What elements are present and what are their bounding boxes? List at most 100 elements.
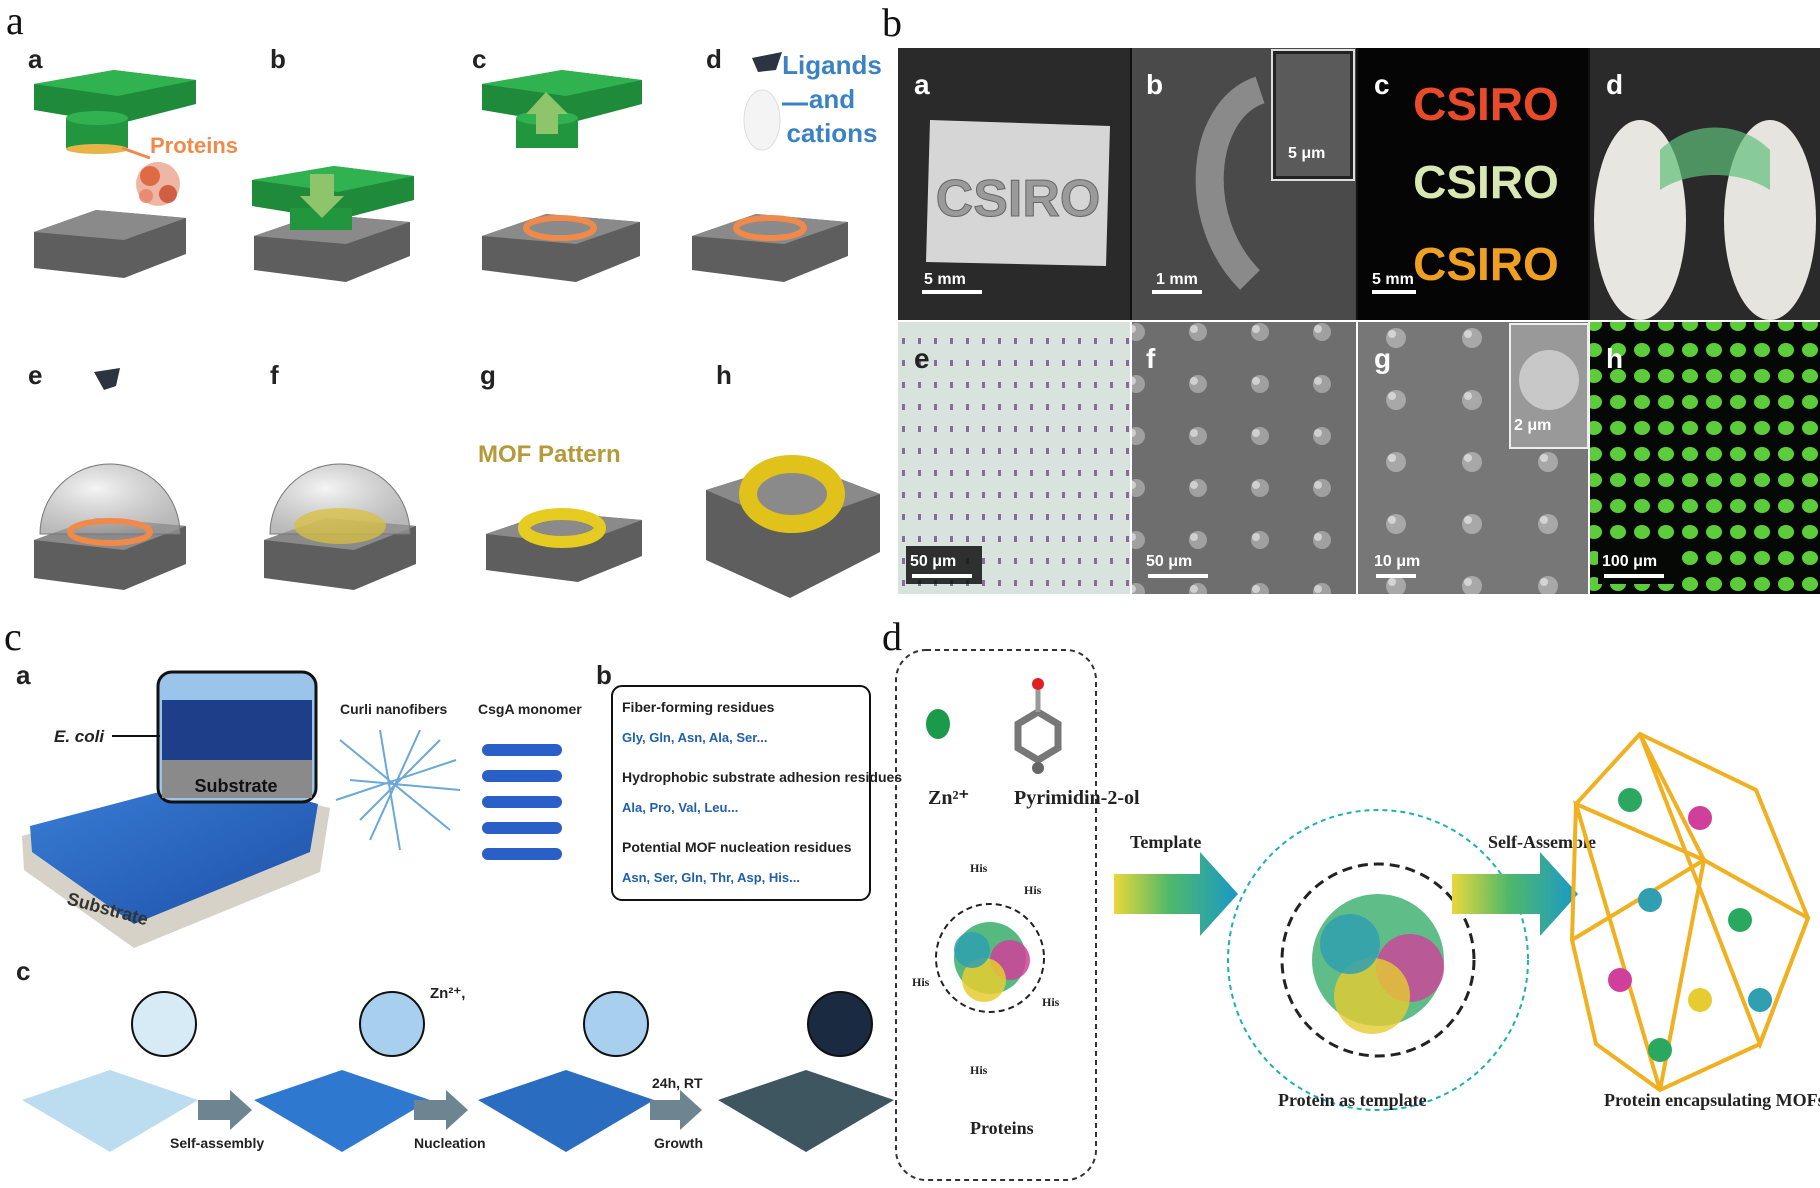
sem-b: 5 μm b 1 mm bbox=[1132, 48, 1356, 320]
panel-label-b: b bbox=[596, 660, 612, 690]
substrate-slab bbox=[482, 214, 640, 282]
protein-template-mof bbox=[1227, 809, 1529, 1111]
step-label: Self-assembly bbox=[170, 1135, 264, 1151]
pipette-tip-icon bbox=[94, 368, 120, 390]
panel-label-g: g bbox=[1374, 343, 1391, 374]
fluor-h: h 100 μm bbox=[1590, 322, 1820, 594]
time-label: 24h, RT bbox=[652, 1075, 703, 1091]
residue-title: Hydrophobic substrate adhesion residues bbox=[622, 769, 902, 785]
panel-label-f: f bbox=[1146, 343, 1156, 374]
mof-crystal-icon bbox=[1569, 731, 1811, 1093]
stage-1 bbox=[22, 991, 198, 1152]
droplet-on-substrate bbox=[34, 463, 186, 590]
panel-label-b: b bbox=[270, 44, 286, 74]
protein-template-schematic: Zn²⁺ Pyrimidin-2-ol His His His His His … bbox=[895, 649, 1820, 1181]
residue-list: Asn, Ser, Gln, Thr, Asp, His... bbox=[622, 870, 800, 885]
pyrimidinol-label: Pyrimidin-2-ol bbox=[1014, 787, 1140, 809]
curli-label: Curli nanofibers bbox=[340, 701, 448, 717]
pipette-icon bbox=[743, 52, 782, 151]
substrate-sheet bbox=[22, 776, 330, 948]
scale-bar bbox=[912, 574, 972, 578]
pyrimidinol-icon bbox=[1014, 678, 1062, 774]
optical-e: e 50 μm bbox=[898, 322, 1130, 594]
scale-label: 100 μm bbox=[1602, 553, 1657, 570]
mof-pattern-label: MOF Pattern bbox=[478, 441, 621, 468]
substrate-slab bbox=[692, 214, 848, 282]
sem-f: f 50 μm bbox=[1132, 322, 1356, 594]
stage-2 bbox=[254, 991, 430, 1152]
scale-bar bbox=[1148, 574, 1208, 578]
quadrant-label-c: c bbox=[4, 614, 22, 659]
and-label: and bbox=[809, 84, 855, 114]
panel-label-b: b bbox=[1146, 69, 1163, 100]
protein-template-label: Protein as template bbox=[1278, 1090, 1427, 1110]
stamp-pressing bbox=[252, 166, 414, 230]
self-assemble-label: Self-Assemble bbox=[1488, 832, 1596, 852]
up-arrow-icon bbox=[526, 92, 568, 134]
zn-label: Zn²⁺ bbox=[928, 787, 969, 809]
ligands-label: Ligands bbox=[782, 50, 882, 80]
residue-title: Fiber-forming residues bbox=[622, 699, 775, 715]
proteins-label: Proteins bbox=[150, 133, 238, 158]
stamp-lifting bbox=[482, 70, 642, 148]
zn-ion-icon bbox=[926, 709, 950, 739]
panel-label-e: e bbox=[28, 360, 42, 390]
quadrant-label-b: b bbox=[882, 0, 902, 45]
csiro-text: CSIRO bbox=[936, 170, 1101, 228]
panel-label-c: c bbox=[472, 44, 486, 74]
csiro-red: CSIRO bbox=[1413, 78, 1559, 130]
step-label: Nucleation bbox=[414, 1135, 486, 1151]
proteins-label: Proteins bbox=[970, 1118, 1034, 1138]
scale-label: 50 μm bbox=[910, 553, 956, 570]
his-label: His bbox=[970, 861, 988, 875]
inset-scale-label: 2 μm bbox=[1514, 417, 1551, 434]
curli-nanofibers-icon bbox=[335, 729, 461, 851]
zn-label: Zn²⁺, bbox=[430, 985, 465, 1002]
panel-label-e: e bbox=[914, 343, 930, 374]
stamp bbox=[34, 70, 196, 154]
his-label: His bbox=[1042, 995, 1060, 1009]
residue-list: Gly, Gln, Asn, Ala, Ser... bbox=[622, 730, 767, 745]
right-arrow-icon bbox=[1452, 852, 1578, 936]
mof-ring-closeup bbox=[706, 455, 880, 598]
inset-substrate-label: Substrate bbox=[194, 776, 277, 796]
protein-mof-label: Protein encapsulating MOFs bbox=[1604, 1090, 1820, 1110]
quadrant-label-d: d bbox=[882, 614, 902, 659]
scale-bar bbox=[1376, 574, 1416, 578]
panel-label-h: h bbox=[716, 360, 732, 390]
panel-label-a: a bbox=[914, 69, 930, 100]
right-arrow-icon bbox=[650, 1090, 702, 1130]
panel-label-h: h bbox=[1606, 343, 1623, 374]
protein-icon bbox=[935, 903, 1045, 1013]
protein-cluster bbox=[136, 162, 180, 206]
his-label: His bbox=[970, 1063, 988, 1077]
panel-label-c: c bbox=[16, 956, 30, 986]
panel-label-d: d bbox=[1606, 69, 1623, 100]
residue-list: Ala, Pro, Val, Leu... bbox=[622, 800, 738, 815]
residue-title: Potential MOF nucleation residues bbox=[622, 839, 852, 855]
mof-pattern-slab bbox=[486, 508, 642, 582]
protein-box bbox=[895, 649, 1097, 1181]
down-arrow-icon bbox=[300, 174, 344, 218]
zoom-inset: Substrate bbox=[156, 670, 318, 804]
scale-bar bbox=[1604, 574, 1664, 578]
his-label: His bbox=[1024, 883, 1042, 897]
scale-bar bbox=[1372, 290, 1416, 294]
scale-label: 10 μm bbox=[1374, 553, 1420, 570]
biofilm-schematic: a b c Substrate E. coli Substrate Curli … bbox=[16, 660, 902, 1152]
panel-label-a: a bbox=[16, 660, 31, 690]
scale-label: 5 mm bbox=[924, 271, 966, 288]
panel-label-c: c bbox=[1374, 69, 1390, 100]
substrate-slab bbox=[34, 210, 186, 278]
scale-label: 1 mm bbox=[1156, 271, 1198, 288]
template-label: Template bbox=[1130, 832, 1201, 852]
step-label: Growth bbox=[654, 1135, 703, 1151]
ecoli-label: E. coli bbox=[54, 727, 105, 746]
csga-monomer-icon bbox=[482, 744, 562, 860]
quadrant-label-a: a bbox=[6, 0, 24, 43]
micrograph-grid: CSIRO a 5 mm 5 μm b 1 mm CSIRO CSIRO CSI… bbox=[898, 48, 1820, 594]
sem-g: 2 μm g 10 μm bbox=[1358, 322, 1589, 594]
right-arrow-icon bbox=[198, 1090, 252, 1130]
droplet-growth bbox=[264, 463, 416, 590]
photo-d: d bbox=[1590, 48, 1820, 320]
